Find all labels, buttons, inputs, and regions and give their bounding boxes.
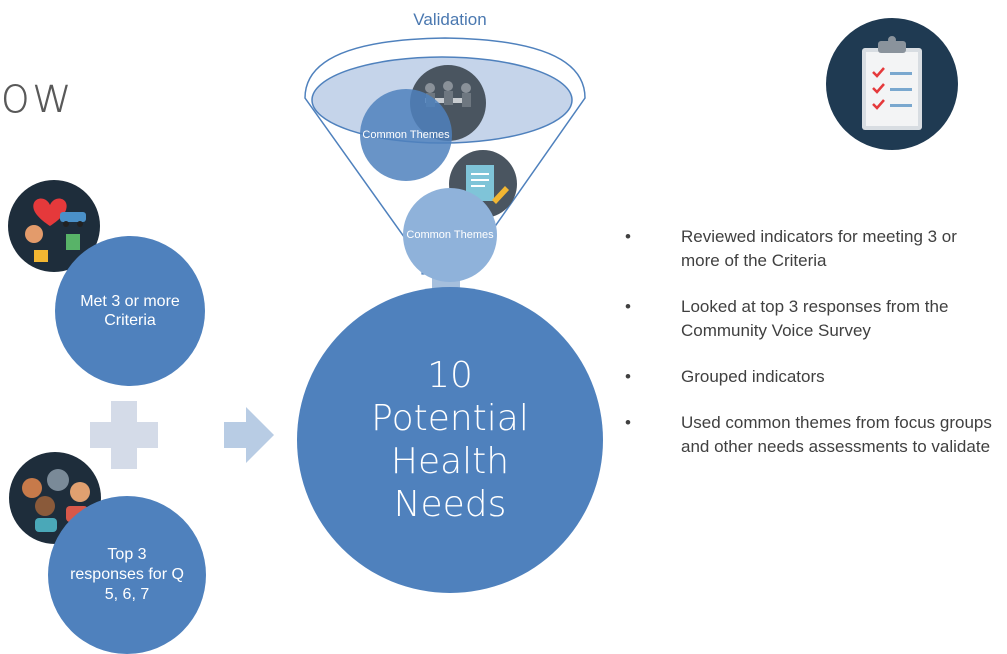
process-bullet-list: •Reviewed indicators for meeting 3 or mo… — [625, 225, 995, 481]
survey-responses-circle: Top 3 responses for Q 5, 6, 7 — [48, 496, 206, 654]
plus-icon — [90, 401, 158, 469]
common-themes-label-1: Common Themes — [362, 128, 450, 141]
validation-label: Validation — [413, 10, 487, 29]
survey-responses-label: Top 3 responses for Q 5, 6, 7 — [70, 546, 184, 603]
clipboard-checklist-icon — [826, 18, 958, 150]
needs-line-2: Potential — [371, 398, 529, 439]
page-title-fragment: ow — [0, 66, 74, 124]
potential-health-needs-circle: 10 Potential Health Needs — [297, 287, 603, 593]
common-themes-circle-1: Common Themes — [360, 89, 452, 181]
common-themes-label-2: Common Themes — [406, 228, 494, 241]
common-themes-circle-2: Common Themes — [403, 188, 497, 282]
bullet-item: •Reviewed indicators for meeting 3 or mo… — [625, 227, 957, 270]
criteria-circle: Met 3 or more Criteria — [55, 236, 205, 386]
health-transport-collage-icon — [8, 180, 100, 272]
needs-line-4: Needs — [393, 484, 507, 525]
needs-count: 10 — [427, 355, 473, 396]
bullet-item: •Grouped indicators — [625, 367, 825, 386]
bullet-item: •Used common themes from focus groups an… — [625, 413, 992, 456]
bullet-item: •Looked at top 3 responses from the Comm… — [625, 297, 949, 340]
criteria-label: Met 3 or more Criteria — [80, 293, 180, 329]
needs-line-3: Health — [390, 441, 510, 482]
right-arrow — [224, 407, 274, 463]
